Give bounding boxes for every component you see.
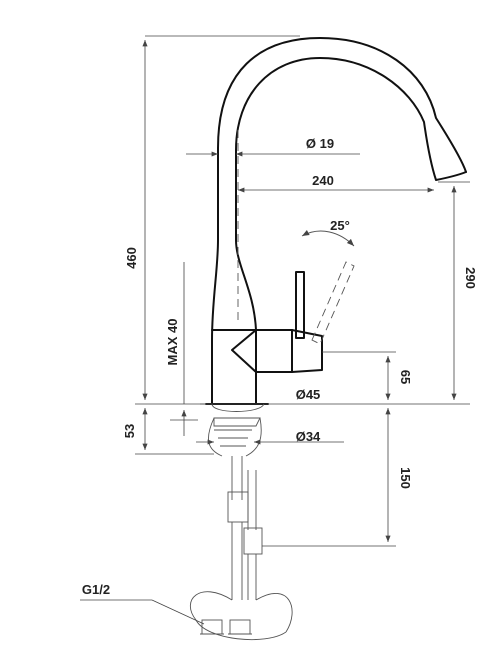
column-left: [211, 147, 219, 405]
label-base-height: 53: [122, 424, 137, 438]
lever-ghost: [301, 229, 355, 345]
label-body-diameter: Ø45: [296, 387, 321, 402]
base: [205, 329, 269, 405]
label-max-deck: MAX 40: [165, 319, 180, 366]
lever-handle: [295, 271, 305, 339]
label-spout-diameter: Ø 19: [306, 136, 334, 151]
label-lever-angle: 25°: [330, 218, 350, 233]
column-right: [235, 149, 257, 405]
label-spout-height: 290: [463, 267, 478, 289]
label-height-total: 460: [124, 247, 139, 269]
dimensions: [80, 35, 470, 625]
spout-inner: [235, 57, 467, 181]
label-shank-diameter: Ø34: [296, 429, 321, 444]
spout-outer: [217, 37, 467, 173]
lever-cap: [291, 329, 323, 373]
deck-washer: [211, 403, 265, 412]
label-shank-length: 150: [398, 467, 413, 489]
label-lever-height: 65: [398, 370, 413, 384]
label-thread: G1/2: [82, 582, 110, 597]
dimension-labels: 460 Ø 19 240 25° 290 MAX 40 65 Ø45 53 Ø3…: [82, 136, 478, 597]
lever-housing: [231, 329, 293, 373]
shank-assembly: [190, 403, 293, 641]
label-reach: 240: [312, 173, 334, 188]
